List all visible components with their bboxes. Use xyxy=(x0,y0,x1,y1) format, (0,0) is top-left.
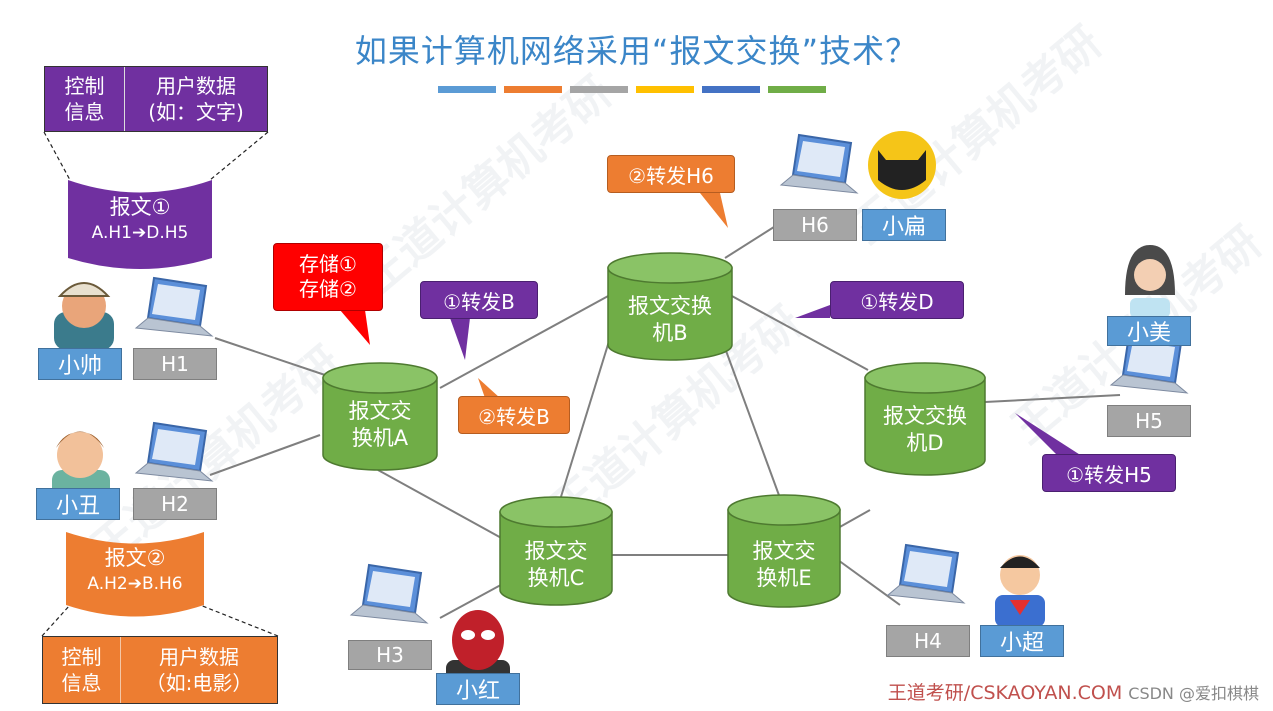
title-color-bars xyxy=(438,86,826,93)
color-bar xyxy=(504,86,562,93)
laptop-icon xyxy=(349,563,429,624)
message1-structure: 控制 信息 用户数据 (如：文字) xyxy=(44,66,268,132)
message1-user-data: 用户数据 (如：文字) xyxy=(148,74,244,124)
forward-d-callout: ①转发D xyxy=(830,281,964,319)
switch-a-label: 报文交换机A xyxy=(348,398,412,450)
footer-credit: CSDN @爱扣棋棋 xyxy=(1128,684,1259,703)
footer-brand: 王道考研/CSKAOYAN.COM xyxy=(887,682,1123,704)
person-label-xiaochao: 小超 xyxy=(980,625,1064,657)
switch-e-label: 报文交换机E xyxy=(752,538,816,590)
footer: 王道考研/CSKAOYAN.COM CSDN @爱扣棋棋 xyxy=(888,678,1259,705)
avatar-xiaobian xyxy=(868,131,936,199)
host-label-h1: H1 xyxy=(133,348,217,380)
links xyxy=(209,219,1121,619)
person-label-xiaohong: 小红 xyxy=(436,673,520,705)
avatar-xiaomei xyxy=(1125,245,1175,318)
switch-a-cylinder xyxy=(322,362,438,471)
message2-flag-label: 报文② A.H2➔B.H6 xyxy=(87,546,183,594)
message2-user-data: 用户数据 （如:电影） xyxy=(145,645,253,695)
laptop-icon xyxy=(134,421,214,482)
forward-b-callout-1: ①转发B xyxy=(420,281,538,319)
person-label-xiaomei: 小美 xyxy=(1107,316,1191,346)
host-label-h4: H4 xyxy=(886,625,970,657)
laptop-icon xyxy=(134,276,214,337)
host-label-h3: H3 xyxy=(348,640,432,670)
forward-b-callout-2: ②转发B xyxy=(458,396,570,434)
host-label-h6: H6 xyxy=(773,209,857,241)
laptop-icon xyxy=(886,543,966,604)
switch-d-cylinder xyxy=(864,362,986,476)
message1-flag-label: 报文① A.H1➔D.H5 xyxy=(91,195,189,243)
message1-flag-shape xyxy=(68,180,212,269)
person-label-xiaochou: 小丑 xyxy=(36,488,120,520)
switch-d-label: 报文交换机D xyxy=(883,403,967,455)
page-title: 如果计算机网络采用“报文交换”技术？ xyxy=(354,32,919,70)
avatar-xiaochao xyxy=(995,555,1045,627)
host-label-h5: H5 xyxy=(1107,405,1191,437)
message1-control-info: 控制 信息 xyxy=(45,67,125,131)
color-bar xyxy=(702,86,760,93)
switch-b-label: 报文交换机B xyxy=(628,293,712,345)
color-bar xyxy=(438,86,496,93)
store-callout: 存储① 存储② xyxy=(273,243,383,311)
message2-control-info: 控制 信息 xyxy=(43,637,121,703)
person-label-xiaobian: 小扁 xyxy=(862,209,946,241)
switch-c-label: 报文交换机C xyxy=(524,538,588,590)
color-bar xyxy=(570,86,628,93)
switch-e-cylinder xyxy=(727,494,841,608)
switch-b-cylinder xyxy=(607,252,733,361)
message2-structure: 控制 信息 用户数据 （如:电影） xyxy=(42,636,278,704)
laptop-icon xyxy=(779,133,859,194)
forward-h6-callout: ②转发H6 xyxy=(607,155,735,193)
forward-h5-callout: ①转发H5 xyxy=(1042,454,1176,492)
person-label-xiaoshuai: 小帅 xyxy=(38,348,122,380)
color-bar xyxy=(768,86,826,93)
color-bar xyxy=(636,86,694,93)
message2-flag-shape xyxy=(66,532,204,617)
switch-c-cylinder xyxy=(499,496,613,606)
avatar-xiaoshuai xyxy=(54,282,114,350)
host-label-h2: H2 xyxy=(133,488,217,520)
